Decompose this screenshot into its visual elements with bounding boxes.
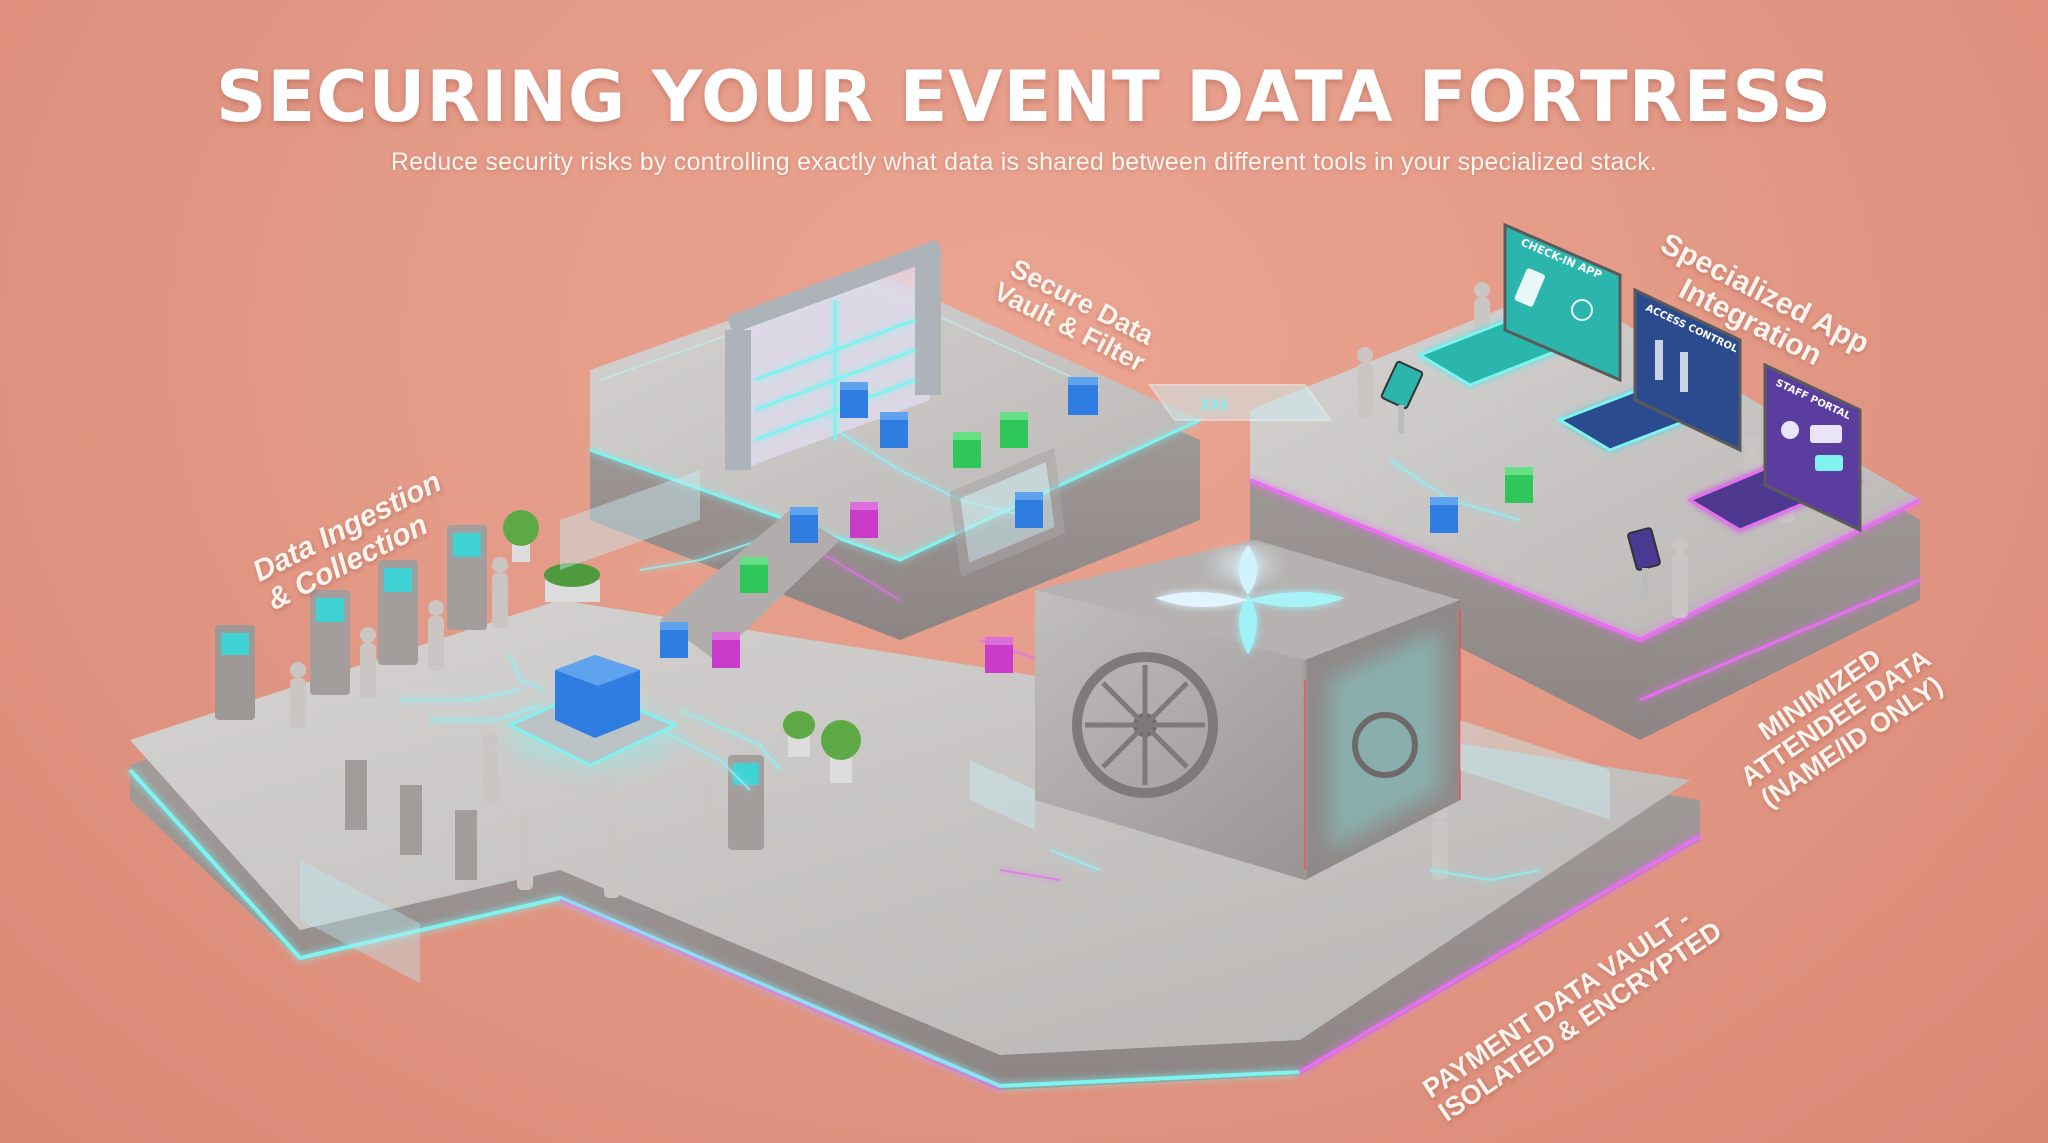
plants <box>503 510 861 783</box>
kiosk-icon <box>215 625 255 720</box>
person-icon <box>360 627 376 698</box>
turnstile-gate-icon <box>400 785 422 855</box>
glass-fences <box>560 470 1610 830</box>
chevron-triple-right-icon: ››› <box>1200 387 1228 418</box>
data-packet-cube-icon <box>1000 412 1028 448</box>
data-packet-cube-icon <box>1505 467 1533 503</box>
data-packet-cube-icon <box>880 412 908 448</box>
person-icon <box>698 782 714 858</box>
potted-plant-icon <box>821 720 861 783</box>
data-packet-cube-icon <box>840 382 868 418</box>
kiosk-icon <box>310 590 350 695</box>
chat-bubble-icon <box>1810 425 1842 443</box>
kiosk-icon <box>447 525 487 630</box>
page-title: SECURING YOUR EVENT DATA FORTRESS <box>215 56 1833 138</box>
person-icon <box>1672 537 1688 618</box>
turnstile-gates <box>300 760 477 984</box>
chat-bubble-icon <box>1815 455 1843 471</box>
turnstile-gate-icon <box>345 760 367 830</box>
potted-plant-icon <box>544 563 600 602</box>
data-packet-cube-icon <box>1430 497 1458 533</box>
data-packet-cube-icon <box>712 632 740 668</box>
access-control-station: ACCESS CONTROL <box>1556 287 1744 453</box>
person-icon <box>1432 804 1448 880</box>
person-icon <box>482 734 498 805</box>
page-subtitle: Reduce security risks by controlling exa… <box>390 148 1658 176</box>
person-icon <box>1357 347 1373 418</box>
touch-tap-icon <box>1571 299 1593 321</box>
person-icon <box>604 822 620 898</box>
person-icon <box>517 814 533 890</box>
person-icon <box>428 600 444 671</box>
turnstile-gate-icon <box>1680 352 1688 392</box>
person-icon <box>290 662 306 728</box>
data-packet-cube-icon <box>953 432 981 468</box>
data-packet-cube-icon <box>740 557 768 593</box>
kiosk-icon <box>378 560 418 665</box>
tablet-kiosks <box>1380 360 1661 598</box>
kiosk-row <box>215 525 764 850</box>
tablet-kiosk-icon <box>1380 360 1424 433</box>
vault-door-wheel-icon <box>1072 652 1218 798</box>
phone-profile-icon <box>1514 268 1545 307</box>
person-icon <box>492 557 508 628</box>
staff-portal-station: STAFF PORTAL <box>1686 362 1864 533</box>
potted-plant-icon <box>783 711 815 757</box>
data-packet-cube-icon <box>790 507 818 543</box>
four-petal-hologram-icon <box>1155 545 1345 655</box>
data-packet-cube-icon <box>1015 492 1043 528</box>
vault-door-wheel-icon <box>1352 712 1418 778</box>
turnstile-gate-icon <box>455 810 477 880</box>
user-avatar-icon <box>1781 421 1799 439</box>
data-packet-cube-icon <box>850 502 878 538</box>
laser-grid <box>1304 610 1461 870</box>
checkin-app-station: CHECK-IN APP <box>1416 222 1622 387</box>
glass-bridge: ››› <box>1148 384 1332 421</box>
data-packet-cube-icon <box>660 622 688 658</box>
data-packet-cube-icon <box>985 637 1013 673</box>
scanner-arch <box>949 447 1066 578</box>
payment-vault <box>1035 540 1461 880</box>
header: SECURING YOUR EVENT DATA FORTRESS Reduce… <box>0 52 2048 177</box>
hub-data-cube-icon <box>506 655 679 770</box>
data-packet-cube-icon <box>1068 377 1098 415</box>
data-cubes <box>506 377 1533 770</box>
turnstile-gate-icon <box>1655 340 1663 380</box>
kiosk-icon <box>728 755 764 850</box>
potted-plant-icon <box>503 510 539 562</box>
tablet-kiosk-icon <box>1627 527 1661 598</box>
